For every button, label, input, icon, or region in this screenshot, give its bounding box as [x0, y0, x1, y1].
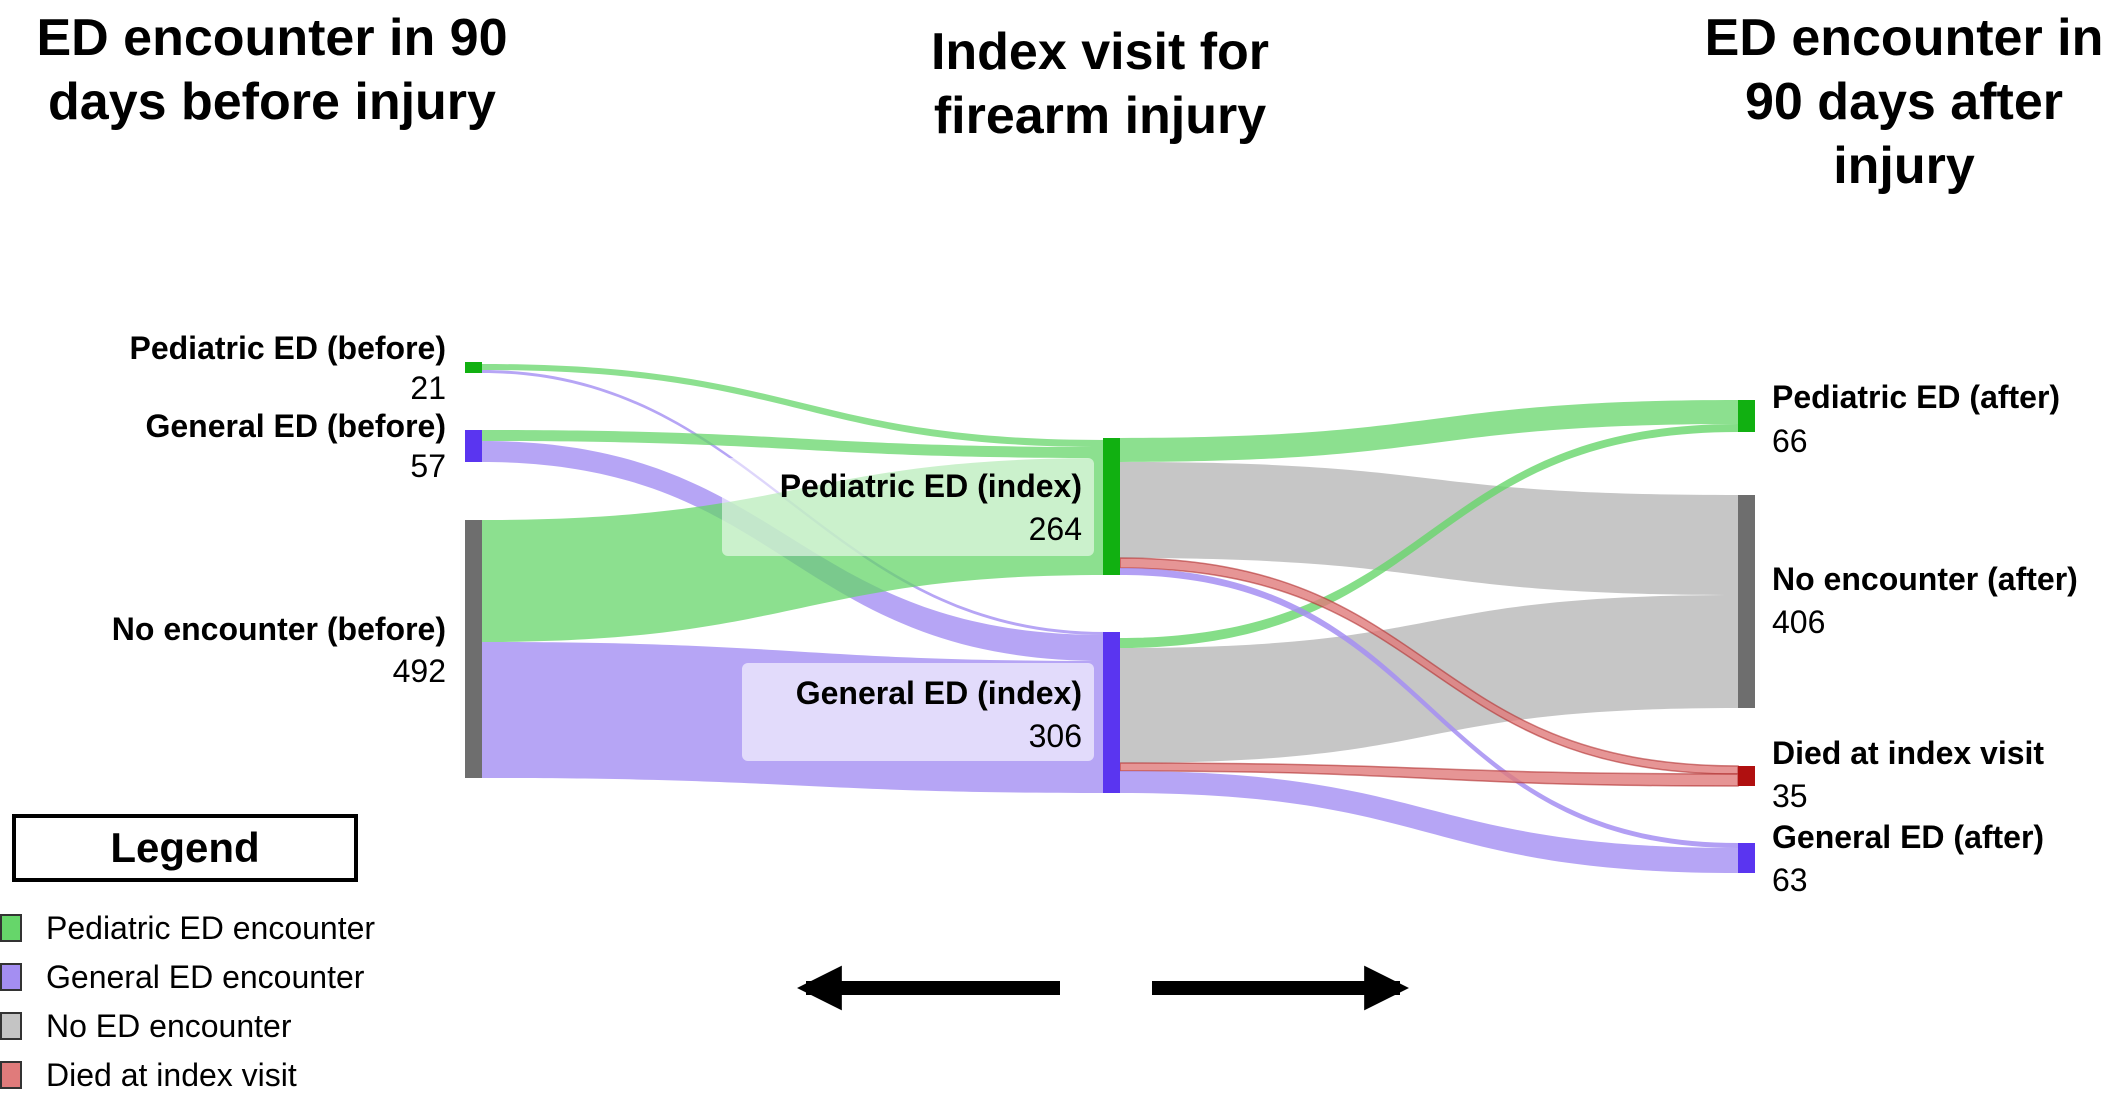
link-gen-before-to-ped-index [482, 430, 1105, 458]
value-ped-before: 21 [410, 370, 446, 406]
link-gen-index-to-gen-after [1120, 771, 1738, 873]
value-ped-index: 264 [1029, 511, 1082, 547]
label-ped-after: Pediatric ED (after) [1772, 379, 2060, 415]
column-title-after: ED encounter in 90 days after injury [1704, 9, 2104, 195]
legend-swatch-icon [0, 914, 22, 942]
value-ped-after: 66 [1772, 423, 1808, 459]
column-title-index: Index visit for firearm injury [930, 23, 1270, 145]
node-ped-index [1103, 438, 1120, 575]
label-died-after: Died at index visit [1772, 735, 2044, 771]
legend-label: No ED encounter [46, 1007, 292, 1044]
nodes [465, 362, 1755, 873]
legend-label: Died at index visit [46, 1056, 297, 1093]
label-gen-before: General ED (before) [145, 408, 446, 444]
link-ped-index-to-ped-after [1120, 400, 1738, 462]
legend-label: Pediatric ED encounter [46, 909, 376, 946]
link-gen-index-to-ped-after [1120, 424, 1738, 648]
node-no-after [1738, 495, 1755, 708]
legend-item-none: No ED encounter [0, 1006, 291, 1046]
value-gen-after: 63 [1772, 862, 1808, 898]
label-ped-before: Pediatric ED (before) [129, 330, 446, 366]
value-no-after: 406 [1772, 604, 1825, 640]
node-ped-after [1738, 400, 1755, 432]
legend-item-general: General ED encounter [0, 957, 364, 997]
label-gen-after: General ED (after) [1772, 819, 2044, 855]
legend-title: Legend [12, 814, 358, 882]
legend-item-pediatric: Pediatric ED encounter [0, 908, 375, 948]
legend-swatch-icon [0, 1061, 22, 1089]
value-died-after: 35 [1772, 778, 1808, 814]
column-title-before: ED encounter in 90 days before injury [36, 9, 508, 131]
legend-swatch-icon [0, 1012, 22, 1040]
legend-label: General ED encounter [46, 958, 365, 995]
label-box-ped-index [722, 458, 1094, 556]
label-box-gen-index [742, 663, 1094, 761]
link-gen-index-to-no-after [1120, 595, 1738, 763]
value-gen-index: 306 [1029, 718, 1082, 754]
label-no-after: No encounter (after) [1772, 561, 2078, 597]
node-ped-before [465, 362, 482, 373]
node-gen-after [1738, 843, 1755, 873]
label-no-before: No encounter (before) [112, 611, 446, 647]
links-index-to-after [1119, 400, 1739, 873]
node-labels: Pediatric ED (before) 21 General ED (bef… [112, 330, 2078, 898]
link-ped-before-to-ped-index [482, 364, 1105, 447]
link-ped-index-to-gen-after [1120, 568, 1738, 848]
node-no-before [465, 520, 482, 778]
legend-swatch-icon [0, 963, 22, 991]
link-ped-index-to-no-after [1120, 462, 1738, 595]
node-gen-before [465, 430, 482, 462]
legend-item-died: Died at index visit [0, 1055, 297, 1095]
node-died-after [1738, 766, 1755, 786]
label-ped-index: Pediatric ED (index) [780, 468, 1082, 504]
value-gen-before: 57 [410, 448, 446, 484]
label-gen-index: General ED (index) [796, 675, 1082, 711]
value-no-before: 492 [393, 653, 446, 689]
node-gen-index [1103, 632, 1120, 793]
